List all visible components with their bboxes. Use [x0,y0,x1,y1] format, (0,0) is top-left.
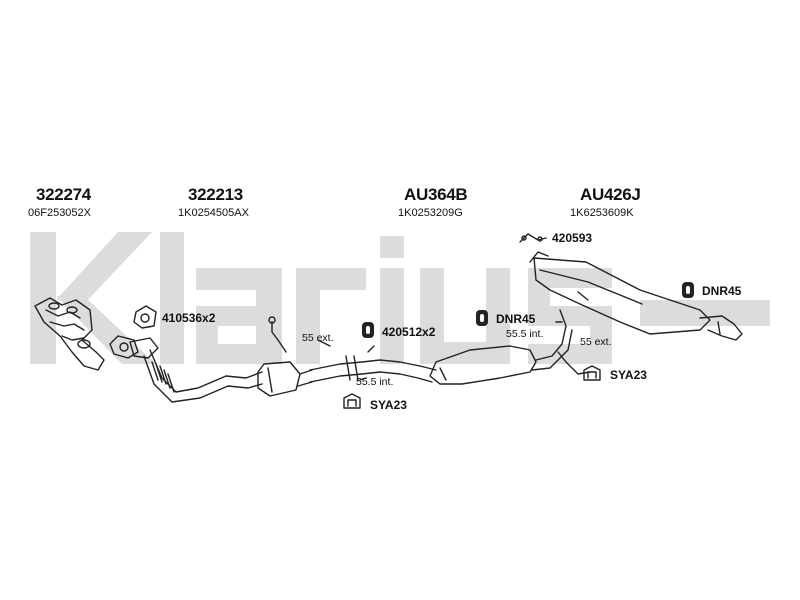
fitting-label-420512x2: 420512x2 [382,325,436,339]
part-number-322213: 322213 [188,185,243,204]
oem-number-1k0254505ax: 1K0254505AX [178,207,249,219]
clamp-sya23-icon [343,393,361,409]
leader-line [317,339,331,347]
oem-number-1k0253209g: 1K0253209G [398,207,463,219]
manifold-gasket [109,335,139,359]
catalytic-converter [257,361,313,397]
fitting-label-dnr45: DNR45 [496,312,536,326]
part-number-322274: 322274 [36,185,91,204]
fitting-label-sya23-2: SYA23 [610,368,647,382]
clamp-sya23-2-icon [583,365,601,381]
intermediate-pipe [309,345,437,383]
fitting-label-410536x2: 410536x2 [162,311,216,325]
front-silencer [429,309,591,385]
note-55-ext: 55 ext. [302,332,334,344]
front-downpipe [129,337,263,403]
hanger-420593-icon [519,233,547,243]
exhaust-manifold [34,297,105,371]
leader-line-2 [359,377,367,381]
part-number-au426j: AU426J [580,185,641,204]
lambda-sensor [268,316,287,353]
rear-silencer [529,251,743,341]
note-55-ext-2: 55 ext. [580,336,612,348]
fitting-label-420593: 420593 [552,231,593,245]
part-number-au364b: AU364B [404,185,468,204]
oem-number-06f253052x: 06F253052X [28,207,91,219]
oem-number-1k6253609k: 1K6253609K [570,207,634,219]
fitting-label-dnr45-2: DNR45 [702,284,742,298]
flange-gasket-icon [133,305,157,329]
fitting-label-sya23: SYA23 [370,398,407,412]
note-55-5-int-2: 55.5 int. [506,328,544,340]
note-55-5-int: 55.5 int. [356,376,394,388]
